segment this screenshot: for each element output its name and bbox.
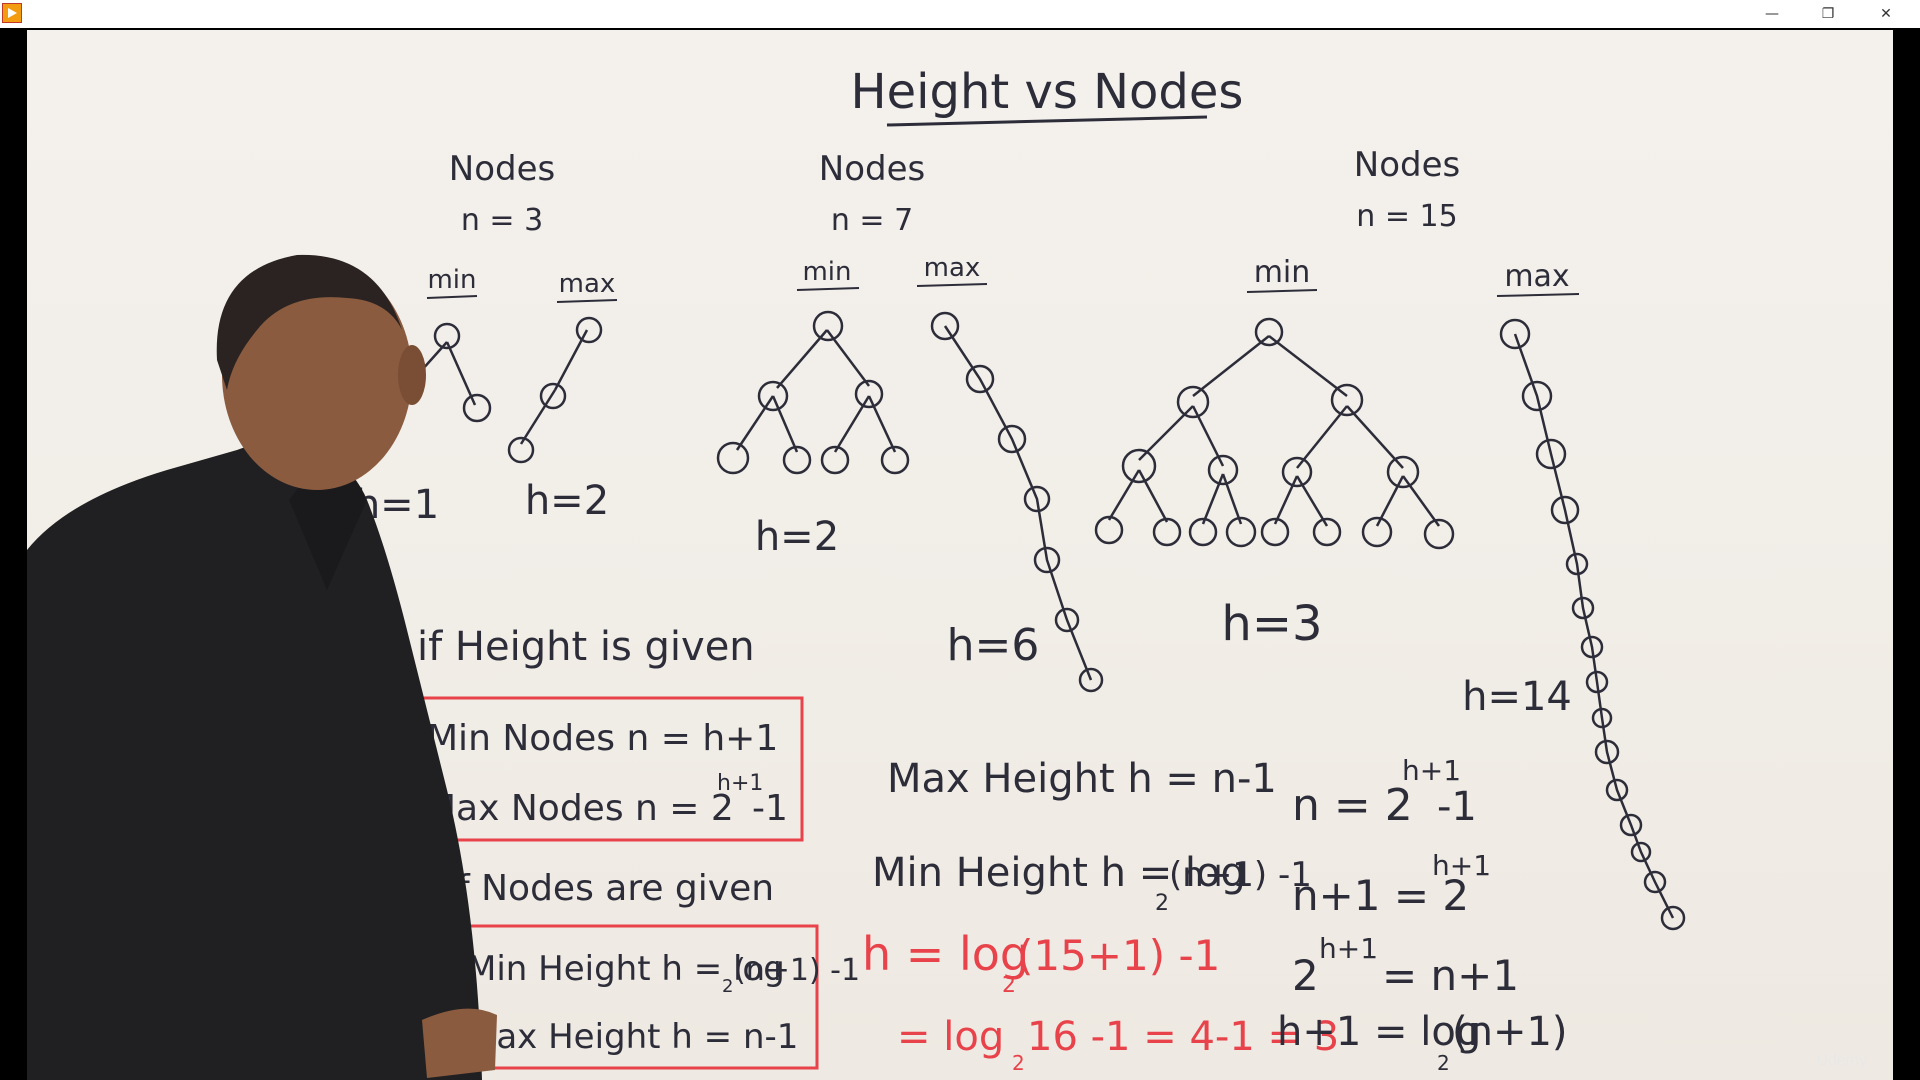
group3-min-tree	[1094, 317, 1455, 550]
derivation-line3-exp: h+1	[1319, 932, 1378, 965]
group3-h-min: h=3	[1221, 596, 1322, 652]
board-title: Height vs Nodes	[851, 64, 1244, 120]
example-line1-tail: (15+1) -1	[1017, 931, 1220, 980]
example-line2: = log	[897, 1014, 1004, 1060]
group3-nodes-label: Nodes	[1354, 145, 1460, 185]
group2-min-tree	[716, 310, 910, 475]
presenter	[27, 254, 497, 1080]
group2-max-label: max	[924, 253, 981, 283]
group1-h-max: h=2	[525, 478, 609, 524]
derivation-line3: 2	[1292, 951, 1319, 1000]
group3-max-tree	[1499, 318, 1686, 931]
derivation-line4-tail: (n+1)	[1452, 1009, 1568, 1055]
close-button[interactable]: ✕	[1858, 0, 1914, 28]
group2-h-max: h=6	[947, 620, 1040, 671]
nodes-given-max-height: Max Height h = n-1	[467, 1017, 798, 1057]
derivation-line1-exp: h+1	[1402, 754, 1461, 787]
max-nodes-tail: -1	[752, 788, 788, 829]
middle-max-height: Max Height h = n-1	[887, 756, 1277, 802]
middle-min-height: Min Height h = log	[872, 850, 1246, 896]
group2-n-value: n = 7	[831, 203, 913, 238]
group3-min-label: min	[1254, 255, 1311, 290]
derivation-line1: n = 2	[1292, 780, 1413, 831]
whiteboard: Height vs Nodes Nodes n = 3 min max h=1 …	[27, 64, 1686, 1080]
derivation-line2-exp: h+1	[1432, 849, 1491, 882]
group1-n-value: n = 3	[461, 203, 543, 238]
min-nodes-formula: Min Nodes n = h+1	[427, 718, 778, 759]
close-icon: ✕	[1880, 6, 1892, 22]
group1-min-label: min	[427, 265, 476, 295]
example-line2-sub: 2	[1012, 1051, 1025, 1075]
nodes-given-min-height: Min Height h = log	[467, 949, 785, 989]
app-icon	[2, 3, 22, 23]
derivation-line4: h+1 = log	[1277, 1009, 1481, 1055]
group3-h-max: h=14	[1462, 674, 1572, 720]
derivation-line1-tail: -1	[1437, 784, 1477, 830]
nodes-given-min-height-sub: 2	[722, 976, 733, 997]
restore-icon: ❐	[1821, 6, 1835, 22]
group2-h-min: h=2	[755, 514, 839, 560]
group3-n-value: n = 15	[1356, 199, 1457, 234]
example-line2-tail: 16 -1 = 4-1 = 3	[1027, 1014, 1339, 1060]
nodes-given-heading: if Nodes are given	[447, 868, 774, 909]
group2-max-tree	[930, 311, 1104, 693]
udemy-watermark: Udemy	[1816, 1052, 1867, 1069]
max-nodes-exp: h+1	[717, 771, 763, 796]
middle-min-height-sub: 2	[1155, 891, 1169, 916]
video-frame[interactable]: Height vs Nodes Nodes n = 3 min max h=1 …	[27, 30, 1893, 1080]
nodes-given-min-height-tail: (n+1) -1	[734, 953, 860, 988]
middle-min-height-tail: (n+1) -1	[1169, 855, 1312, 895]
height-given-heading: if Height is given	[417, 624, 755, 670]
derivation-line3-tail: = n+1	[1382, 951, 1519, 1000]
max-nodes-formula: Max Nodes n = 2	[425, 788, 734, 829]
group2-nodes-label: Nodes	[819, 149, 925, 189]
group1-max-label: max	[559, 269, 616, 299]
derivation-line4-sub: 2	[1437, 1051, 1450, 1075]
derivation-line2: n+1 = 2	[1292, 871, 1469, 920]
group1-nodes-label: Nodes	[449, 149, 555, 189]
minimize-button[interactable]: —	[1744, 0, 1800, 28]
window-titlebar: — ❐ ✕	[0, 0, 1920, 28]
group3-max-label: max	[1504, 259, 1569, 294]
group2-min-label: min	[802, 257, 851, 287]
minimize-icon: —	[1765, 6, 1779, 22]
title-underline	[886, 115, 1208, 127]
group1-max-tree	[507, 316, 603, 464]
example-line1: h = log	[862, 927, 1029, 981]
restore-button[interactable]: ❐	[1800, 0, 1856, 28]
example-line1-sub: 2	[1002, 973, 1016, 998]
